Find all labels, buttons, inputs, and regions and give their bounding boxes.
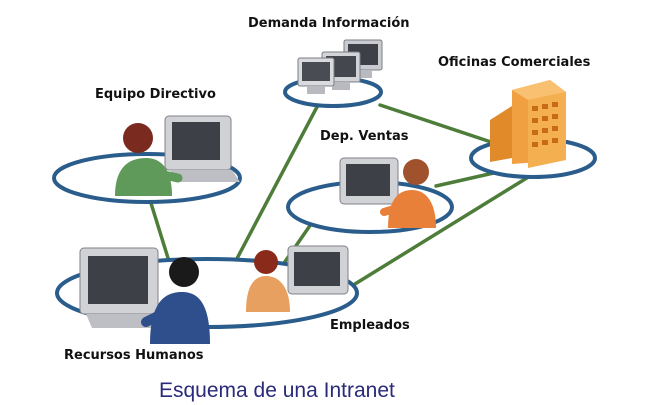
person-body — [115, 158, 172, 196]
equipo-directivo-illustration — [115, 115, 240, 196]
dep-ventas-illustration — [339, 157, 436, 228]
label-demanda-informacion: Demanda Información — [248, 16, 410, 31]
empleados-illustration — [246, 245, 349, 312]
person-head — [254, 250, 278, 274]
label-empleados: Empleados — [330, 318, 410, 333]
person-body — [388, 190, 436, 228]
person-body — [246, 276, 290, 312]
link-equipo-recursos — [148, 198, 170, 260]
network-links — [148, 103, 532, 294]
demanda-computers-illustration — [297, 39, 383, 94]
person-body — [150, 292, 210, 344]
link-ventas-oficinas — [434, 170, 500, 188]
link-demanda-empleados — [230, 103, 320, 270]
label-equipo-directivo: Equipo Directivo — [95, 87, 216, 102]
office-building-illustration — [490, 80, 566, 168]
person-head — [169, 257, 199, 287]
label-recursos-humanos: Recursos Humanos — [64, 348, 204, 363]
link-demanda-oficinas — [378, 103, 502, 147]
diagram-caption: Esquema de una Intranet — [159, 379, 395, 402]
label-dep-ventas: Dep. Ventas — [320, 129, 409, 144]
label-oficinas-comerciales: Oficinas Comerciales — [438, 55, 591, 70]
recursos-humanos-illustration — [79, 247, 210, 344]
link-empleados-oficinas — [340, 174, 532, 294]
person-head — [123, 123, 153, 153]
person-head — [403, 159, 429, 185]
